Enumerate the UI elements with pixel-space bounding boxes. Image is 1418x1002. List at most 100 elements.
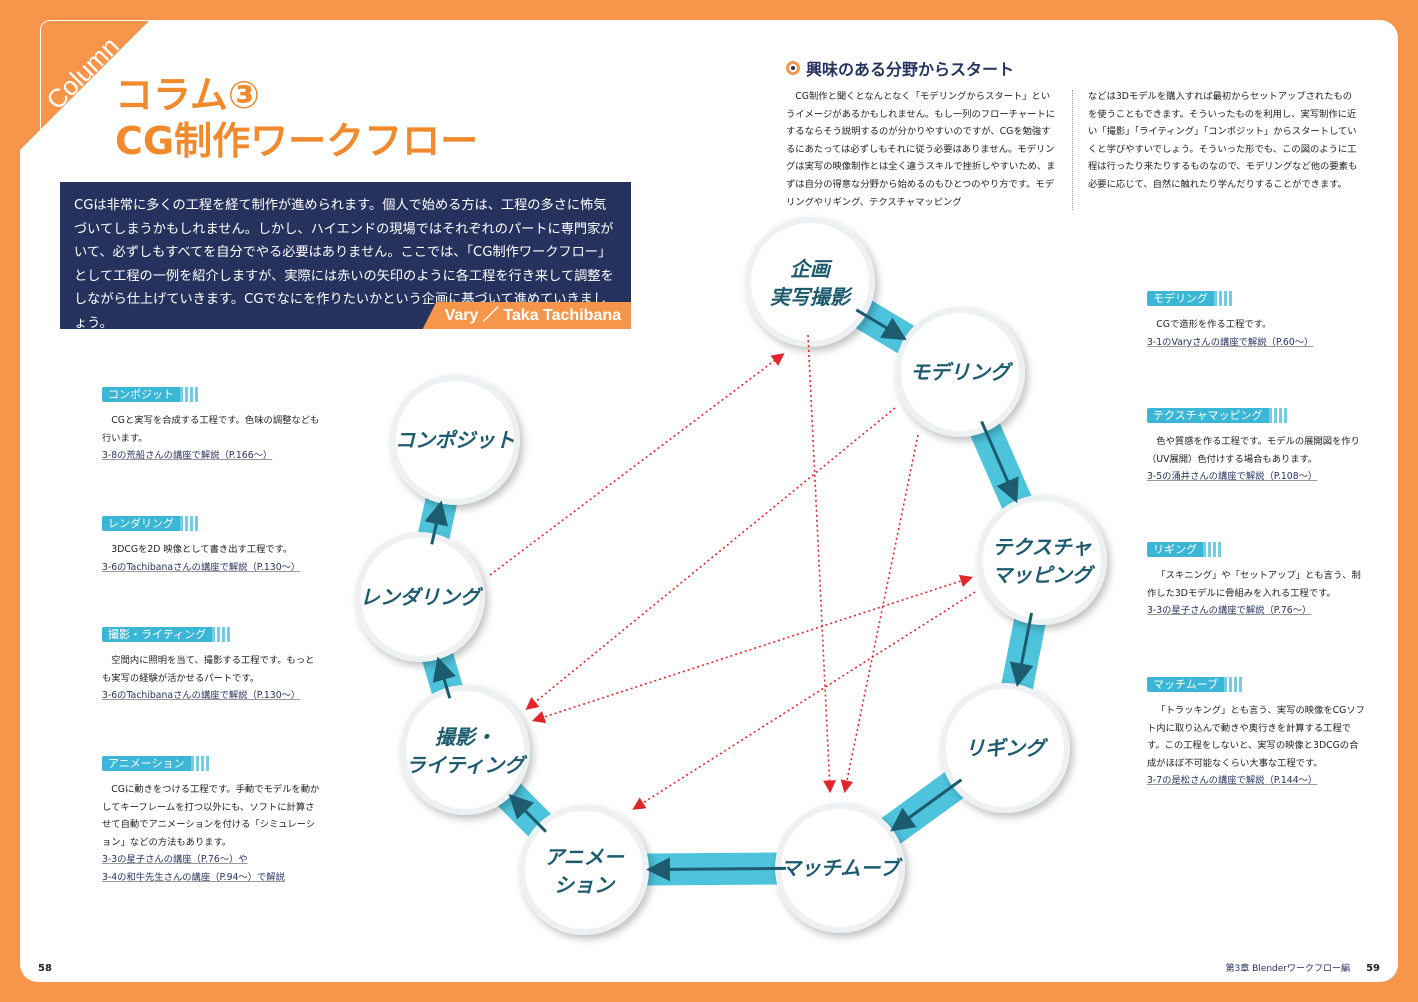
node-label: モデリング	[910, 360, 1014, 384]
node-label: マッピング	[992, 563, 1096, 587]
byline: Vary ／ Taka Tachibana	[422, 301, 631, 329]
node-circle	[390, 375, 520, 505]
feedback-arrow	[525, 407, 896, 711]
bullet-icon	[786, 61, 800, 75]
magazine-spread: Column コラム③ CG制作ワークフロー CGは非常に多くの工程を経て制作が…	[20, 20, 1398, 982]
node-label: 企画	[790, 257, 833, 281]
tag-stripes	[1268, 408, 1287, 423]
page-reference-link[interactable]: 3-3の星子さんの講座（P.76～）や	[102, 854, 248, 866]
node-circle	[400, 685, 530, 815]
note-tag: マッチムーブ	[1147, 677, 1225, 693]
node-circle	[977, 495, 1107, 625]
workflow-node: コンポジット	[390, 375, 520, 505]
body-column-1: CG制作と聞くとなんとなく「モデリングからスタート」というイメージがあるかもしれ…	[786, 91, 1056, 208]
page-reference-link[interactable]: 3-3の星子さんの講座で解説（P.76～）	[1147, 605, 1312, 617]
note-tag: リギング	[1147, 542, 1203, 558]
workflow-node: レンダリング	[355, 532, 485, 662]
node-label: マッチムーブ	[781, 856, 903, 880]
process-note: レンダリング 3DCGを2D 映像として書き出す工程です。 3-6のTachiba…	[102, 516, 322, 576]
node-label: ション	[554, 873, 616, 897]
workflow-node: アニメーション	[519, 805, 649, 935]
tag-stripes	[212, 627, 231, 642]
note-tag: 撮影・ライティング	[102, 627, 213, 643]
flow-arrow	[508, 794, 548, 833]
page-reference-link[interactable]: 3-1のVaryさんの講座で解説（P.60～）	[1147, 336, 1314, 348]
process-note: 撮影・ライティング 空間内に照明を当て、撮影する工程です。もっとも実写の経験が活…	[102, 627, 322, 705]
page-reference-link[interactable]: 3-6のTachibanaさんの講座で解説（P.130～）	[102, 561, 301, 573]
workflow-node: テクスチャマッピング	[977, 495, 1107, 625]
flow-arrow	[980, 420, 1019, 504]
flow-arrow	[432, 656, 456, 699]
node-circle	[940, 683, 1070, 813]
node-label: 実写撮影	[770, 285, 853, 309]
node-label: テクスチャ	[992, 535, 1092, 559]
flow-arrow	[1009, 612, 1034, 688]
process-note: リギング 「スキニング」や「セットアップ」とも言う、制作した3Dモデルに骨組みを…	[1147, 542, 1367, 620]
intro-box: CGは非常に多くの工程を経て制作が進められます。個人で始める方は、工程の多さに怖…	[60, 182, 631, 331]
node-label: アニメー	[544, 845, 625, 869]
workflow-node: リギング	[940, 683, 1070, 813]
feedback-arrow	[840, 434, 919, 794]
process-note: マッチムーブ 「トラッキング」とも言う、実写の映像をCGソフト内に取り込んで動き…	[1147, 677, 1367, 790]
note-description: 色や質感を作る工程です。モデルの展開図を作り（UV展開）色付けする場合もあります…	[1147, 436, 1360, 465]
node-circle	[745, 217, 875, 347]
workflow-node: マッチムーブ	[775, 803, 905, 933]
note-description: 空間内に照明を当て、撮影する工程です。もっとも実写の経験が活かせるパートです。	[102, 655, 315, 684]
note-description: 「スキニング」や「セットアップ」とも言う、制作した3Dモデルに骨組みを入れる工程…	[1147, 570, 1361, 599]
process-note: モデリング CGで造形を作る工程です。 3-1のVaryさんの講座で解説（P.60…	[1147, 291, 1367, 351]
tag-stripes	[1214, 291, 1232, 306]
title-line-1: コラム③	[115, 73, 261, 117]
tag-stripes	[1203, 542, 1221, 557]
node-label: 撮影・	[435, 725, 495, 749]
chapter-footer: 第3章 Blenderワークフロー編	[1225, 964, 1350, 974]
node-circle	[355, 532, 485, 662]
page-number-left: 58	[38, 963, 52, 974]
page-reference-link[interactable]: 3-4の和牛先生さんの講座（P.94～）で解説	[102, 871, 285, 883]
flow-arrow	[424, 500, 448, 545]
note-tag: アニメーション	[102, 756, 191, 772]
flow-arrow	[855, 308, 907, 341]
note-description: 「トラッキング」とも言う、実写の映像をCGソフト内に取り込んで動きや奥行きを計算…	[1147, 705, 1365, 769]
section-heading-text: 興味のある分野からスタート	[806, 60, 1015, 79]
process-note: テクスチャマッピング 色や質感を作る工程です。モデルの展開図を作り（UV展開）色…	[1147, 408, 1367, 486]
tag-stripes	[180, 387, 198, 402]
flow-arrow	[645, 857, 787, 882]
page-reference-link[interactable]: 3-7の是松さんの講座で解説（P.144～）	[1147, 775, 1318, 787]
corner-frame-line	[40, 20, 160, 136]
note-description: CGで造形を作る工程です。	[1156, 319, 1272, 331]
process-note: コンポジット CGと実写を合成する工程です。色味の調整なども行います。 3-8の荒…	[102, 387, 322, 465]
page-reference-link[interactable]: 3-8の荒船さんの講座で解説（P.166～）	[102, 450, 273, 462]
workflow-node: モデリング	[895, 307, 1025, 437]
column-divider	[1072, 90, 1073, 210]
note-tag: コンポジット	[102, 387, 180, 403]
note-tag: モデリング	[1147, 291, 1214, 307]
section-heading: 興味のある分野からスタート	[786, 56, 1014, 80]
title-line-2: CG制作ワークフロー	[115, 119, 479, 163]
note-description: 3DCGを2D 映像として書き出す工程です。	[111, 544, 293, 556]
note-tag: レンダリング	[102, 516, 180, 532]
note-description: CGに動きをつける工程です。手動でモデルを動かしてキーフレームを打つ以外にも、ソ…	[102, 784, 320, 848]
tag-stripes	[180, 516, 198, 531]
feedback-arrow	[531, 574, 974, 724]
feedback-arrow	[489, 353, 785, 576]
flow-arrow	[890, 778, 963, 832]
page-reference-link[interactable]: 3-6のTachibanaさんの講座で解説（P.130～）	[102, 690, 301, 702]
tag-stripes	[1224, 677, 1243, 692]
node-label: コンポジット	[395, 428, 515, 452]
node-label: ライティング	[406, 753, 528, 777]
intro-text: CGは非常に多くの工程を経て制作が進められます。個人で始める方は、工程の多さに怖…	[74, 198, 614, 331]
page-title: コラム③ CG制作ワークフロー	[115, 72, 478, 164]
node-circle	[895, 307, 1025, 437]
note-description: CGと実写を合成する工程です。色味の調整なども行います。	[102, 415, 320, 444]
feedback-arrow	[807, 334, 836, 794]
feedback-arrow	[632, 591, 976, 810]
page-reference-link[interactable]: 3-5の涌井さんの講座で解説（P.108～）	[1147, 471, 1318, 483]
process-note: アニメーション CGに動きをつける工程です。手動でモデルを動かしてキーフレームを…	[102, 756, 322, 886]
node-label: リギング	[965, 736, 1049, 760]
tag-stripes	[190, 756, 209, 771]
node-label: レンダリング	[360, 585, 484, 609]
page-number-right: 59	[1366, 963, 1380, 974]
body-column-2: などは3Dモデルを購入すれば最初からセットアップされたものを使うこともできます。…	[1088, 91, 1358, 190]
